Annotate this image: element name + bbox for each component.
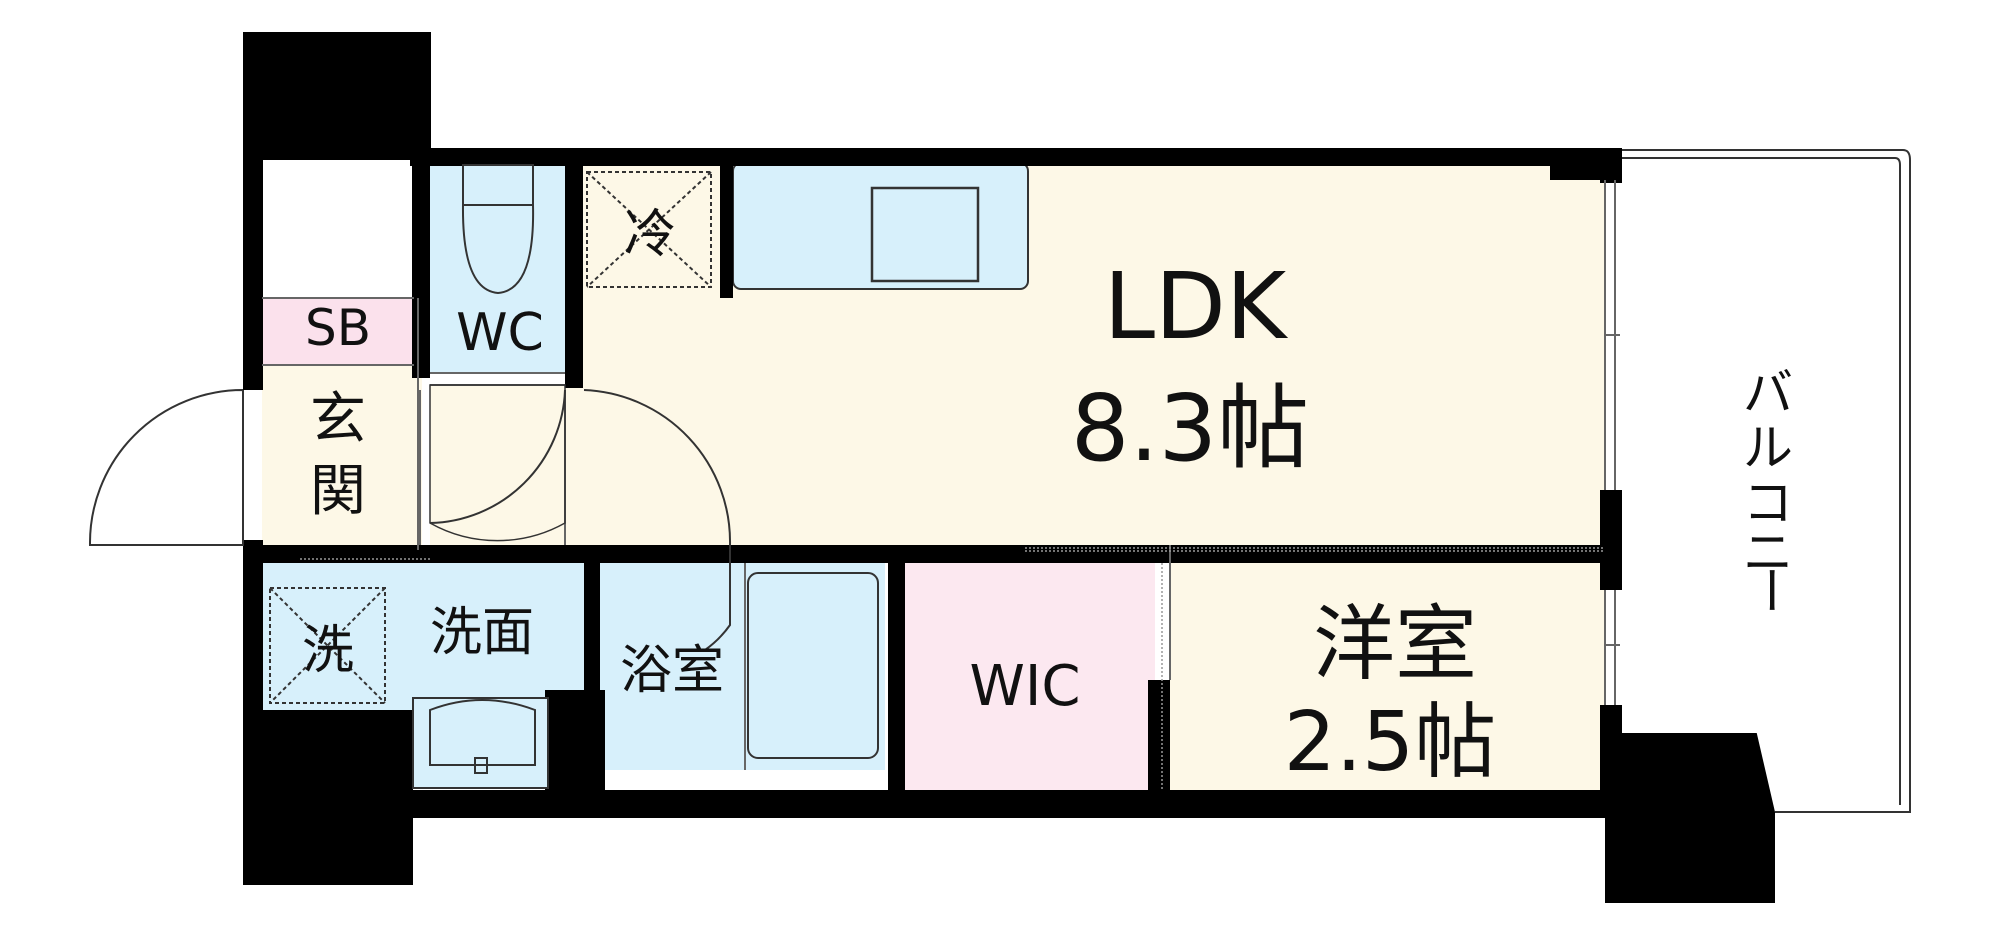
fridge-label: 冷 (624, 205, 676, 265)
shoebox-area (262, 298, 414, 365)
balcony-char-4: ニ (1743, 524, 1793, 582)
western-room-floor (1170, 558, 1605, 811)
entrance-floor (262, 365, 422, 553)
kitchen-counter (732, 162, 1029, 290)
hall-floor (430, 385, 575, 550)
entrance-label-2: 関 (310, 459, 366, 524)
wic-floor (905, 560, 1155, 807)
shoebox-label: SB (305, 299, 371, 357)
washer-label: 洗 (302, 621, 354, 681)
walls (243, 32, 1775, 903)
ldk-label: LDK (1104, 253, 1289, 360)
doors (88, 384, 732, 651)
western-room-size-label: 2.5帖 (1284, 695, 1496, 790)
western-room-label: 洋室 (1313, 597, 1477, 692)
wc-label: WC (456, 303, 544, 363)
bath-label: 浴室 (620, 641, 724, 701)
balcony (1622, 149, 1911, 813)
balcony-char-3: コ (1743, 474, 1793, 532)
balcony-label: バ ル コ ニ ー (1741, 364, 1799, 615)
kitchen-sink (870, 186, 980, 283)
sliding-door-tracks (300, 547, 1605, 790)
balcony-char-5: ー (1741, 565, 1799, 615)
ldk-size-label: 8.3帖 (1071, 375, 1309, 482)
balcony-char-1: バ (1743, 364, 1793, 422)
wic-label: WIC (970, 654, 1081, 719)
washroom-label: 洗面 (430, 603, 534, 663)
fixtures (269, 164, 879, 789)
balcony-char-2: ル (1743, 419, 1793, 477)
entrance-label-1: 玄 (310, 387, 366, 452)
